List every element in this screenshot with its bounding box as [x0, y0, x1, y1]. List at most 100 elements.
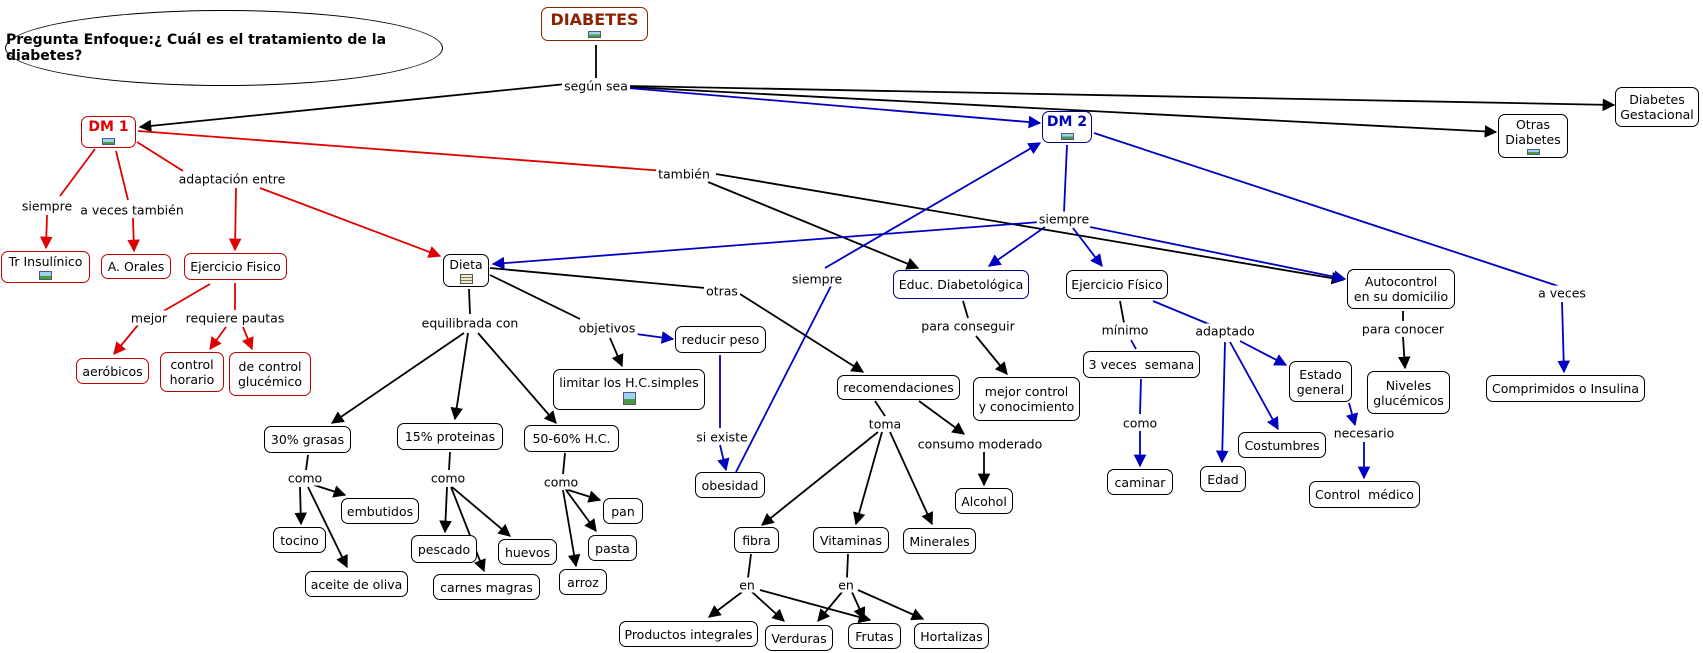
connector-line	[1093, 132, 1559, 287]
node-hc[interactable]: 50-60% H.C.	[524, 425, 619, 452]
node-label: reducir peso	[681, 332, 760, 347]
connector-line	[817, 591, 843, 622]
node-edad[interactable]: Edad	[1200, 466, 1246, 492]
node-costumbres[interactable]: Costumbres	[1238, 432, 1326, 458]
link-objetivos: objetivos	[576, 320, 638, 336]
connector-line	[987, 226, 1046, 267]
node-aceite[interactable]: aceite de oliva	[305, 571, 408, 597]
node-dm2[interactable]: DM 2	[1042, 111, 1092, 143]
connector-line	[40, 214, 53, 250]
connector-line	[761, 431, 879, 526]
node-arroz[interactable]: arroz	[559, 569, 607, 595]
link-a-veces-tambien: a veces también	[78, 202, 186, 218]
connector-line	[1152, 300, 1212, 326]
node-tocino[interactable]: tocino	[273, 527, 326, 553]
node-diabetes-gestacional[interactable]: Diabetes Gestacional	[1615, 87, 1699, 127]
node-label: Hortalizas	[920, 628, 983, 644]
node-dm1[interactable]: DM 1	[81, 116, 136, 148]
connector-line	[1089, 226, 1347, 283]
node-pasta[interactable]: pasta	[588, 535, 637, 561]
image-icon[interactable]	[588, 31, 601, 38]
connector-line	[209, 326, 227, 351]
node-control-horario[interactable]: control horario	[160, 352, 224, 392]
node-reducir-peso[interactable]: reducir peso	[675, 326, 766, 353]
node-a-orales[interactable]: A. Orales	[101, 254, 171, 279]
node-tr-insulinico[interactable]: Tr Insulínico	[1, 251, 90, 283]
connector-line	[1557, 301, 1570, 374]
connector-line	[824, 142, 1042, 269]
node-obesidad[interactable]: obesidad	[695, 472, 765, 498]
node-label: Niveles glucémicos	[1373, 377, 1444, 408]
image-icon[interactable]	[1060, 132, 1074, 140]
connector-line	[1119, 300, 1125, 324]
node-embutidos[interactable]: embutidos	[341, 498, 419, 524]
node-label: pescado	[417, 541, 471, 557]
node-hortalizas[interactable]: Hortalizas	[914, 623, 989, 649]
node-label: carnes magras	[440, 579, 533, 595]
connector-line	[161, 283, 211, 313]
node-huevos[interactable]: huevos	[498, 539, 557, 565]
connector-line	[448, 451, 451, 471]
connector-line	[857, 589, 925, 621]
connector-line	[294, 486, 307, 526]
node-limitar-hc[interactable]: limitar los H.C.simples	[553, 369, 705, 410]
node-comprimidos[interactable]: Comprimidos o Insulina	[1486, 375, 1645, 402]
connector-line	[1139, 378, 1142, 415]
node-fibra[interactable]: fibra	[734, 527, 779, 553]
connector-line	[489, 267, 706, 289]
node-productos-integrales[interactable]: Productos integrales	[619, 621, 758, 647]
connector-line	[468, 288, 471, 315]
node-label: Dieta	[449, 257, 483, 272]
node-verduras[interactable]: Verduras	[765, 625, 833, 651]
node-aerobicos[interactable]: aeróbicos	[76, 358, 149, 384]
node-pescado[interactable]: pescado	[411, 535, 477, 563]
node-15-proteinas[interactable]: 15% proteinas	[397, 423, 503, 450]
node-otras-diabetes[interactable]: Otras Diabetes	[1498, 114, 1568, 158]
node-pan[interactable]: pan	[603, 498, 643, 524]
image-icon[interactable]	[39, 271, 52, 280]
connector-line	[241, 326, 254, 351]
link-necesario: necesario	[1331, 425, 1397, 441]
node-estado-general[interactable]: Estado general	[1289, 361, 1352, 402]
node-dieta[interactable]: Dieta	[443, 254, 489, 287]
image-icon[interactable]	[622, 391, 636, 405]
node-caminar[interactable]: caminar	[1107, 469, 1173, 495]
node-control-glucemico[interactable]: de control glucémico	[229, 352, 311, 396]
connector-line	[715, 173, 1345, 285]
node-ejercicio-fisico-1[interactable]: Ejercicio Fisico	[184, 253, 287, 280]
link-tambien: también	[656, 166, 712, 182]
node-label: limitar los H.C.simples	[559, 374, 699, 390]
node-frutas[interactable]: Frutas	[848, 623, 901, 649]
node-carnes-magras[interactable]: carnes magras	[433, 574, 540, 600]
node-educ-diabetologica[interactable]: Educ. Diabetológica	[893, 270, 1029, 299]
node-label: Otras Diabetes	[1505, 117, 1561, 147]
node-30-grasas[interactable]: 30% grasas	[264, 426, 351, 453]
node-control-medico[interactable]: Control médico	[1309, 481, 1420, 508]
node-minerales[interactable]: Minerales	[903, 528, 976, 554]
image-icon[interactable]	[1526, 149, 1540, 155]
node-mejor-control[interactable]: mejor control y conocimiento	[973, 377, 1080, 421]
node-diabetes[interactable]: DIABETES	[541, 7, 648, 41]
document-icon[interactable]	[459, 274, 473, 284]
node-recomendaciones[interactable]: recomendaciones	[837, 375, 960, 400]
node-vitaminas[interactable]: Vitaminas	[813, 527, 889, 553]
node-label: pasta	[595, 540, 630, 556]
node-niveles-glucemicos[interactable]: Niveles glucémicos	[1367, 371, 1450, 414]
node-ejercicio-fisico-2[interactable]: Ejercicio Físico	[1066, 270, 1168, 299]
node-alcohol[interactable]: Alcohol	[955, 488, 1013, 514]
link-como-2: como	[428, 470, 468, 486]
connector-line	[853, 431, 883, 526]
link-otras: otras	[704, 283, 740, 299]
link-adaptado: adaptado	[1193, 323, 1257, 339]
node-label: pan	[611, 503, 635, 519]
connector-line	[627, 87, 1042, 129]
link-segun-sea: según sea	[562, 78, 630, 94]
node-autocontrol[interactable]: Autocontrol en su domicilio	[1347, 269, 1455, 309]
node-label: Tr Insulínico	[8, 254, 83, 269]
link-si-existe: si existe	[694, 429, 750, 445]
image-icon[interactable]	[102, 137, 115, 145]
node-3-veces[interactable]: 3 veces semana	[1083, 351, 1200, 378]
connector-line	[1215, 341, 1229, 464]
connector-line	[136, 141, 184, 172]
